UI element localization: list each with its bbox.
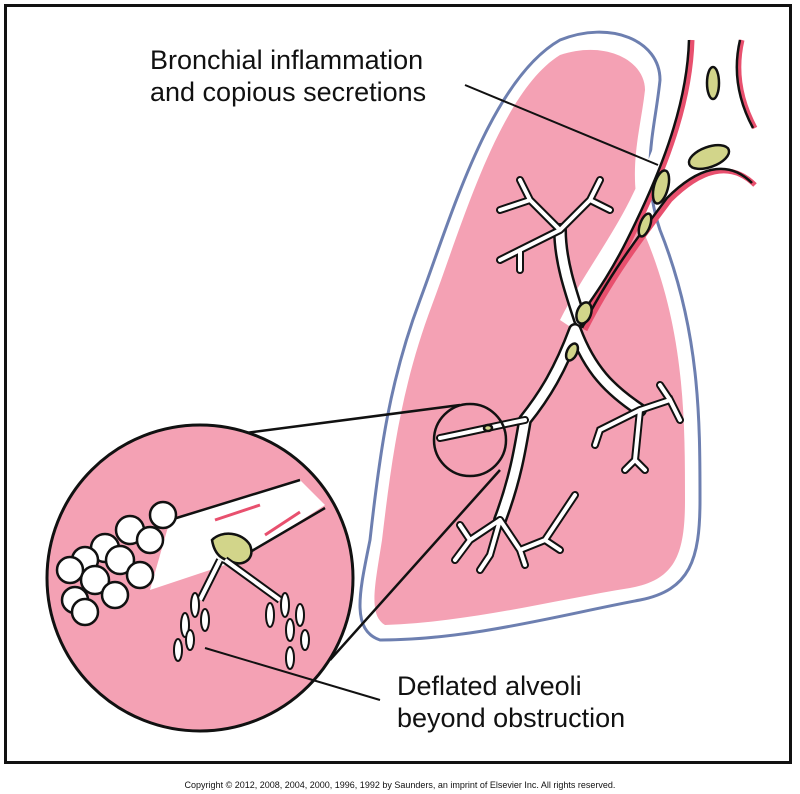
secretion-plug <box>637 212 653 238</box>
bronchus-wall-right <box>736 39 758 130</box>
secretion-plug <box>687 143 731 171</box>
deflated-alveoli <box>173 592 310 670</box>
leader-line-top <box>464 84 659 166</box>
secretion-plug-magnified <box>210 532 253 565</box>
secretion-plug <box>482 423 494 433</box>
secretion-plug <box>651 169 671 205</box>
secretion-plug <box>564 342 580 362</box>
label-bronchial-inflammation: Bronchial inflammation and copious secre… <box>150 44 426 108</box>
label-deflated-alveoli: Deflated alveoli beyond obstruction <box>397 670 625 734</box>
magnified-view <box>45 423 355 733</box>
label-top-line1: Bronchial inflammation <box>150 45 424 75</box>
bronchus-line-right <box>735 39 755 129</box>
bronchus-branch-right <box>582 168 757 332</box>
magnify-connector-top <box>214 403 461 439</box>
magnify-source-circle <box>432 402 508 478</box>
magnify-connector-bottom <box>329 469 501 661</box>
label-top-line2: and copious secretions <box>150 77 427 107</box>
lung-tissue <box>374 49 685 626</box>
secretion-plug <box>705 65 721 101</box>
bronchus-branch-line <box>580 167 753 329</box>
secretions <box>482 65 731 433</box>
leader-line-bottom <box>204 647 381 701</box>
label-bottom-line2: beyond obstruction <box>397 703 626 733</box>
figure-frame <box>4 4 792 764</box>
label-bottom-line1: Deflated alveoli <box>397 671 582 701</box>
secretion-plug <box>575 301 593 325</box>
copyright-notice: Copyright © 2012, 2008, 2004, 2000, 1996… <box>184 780 616 790</box>
